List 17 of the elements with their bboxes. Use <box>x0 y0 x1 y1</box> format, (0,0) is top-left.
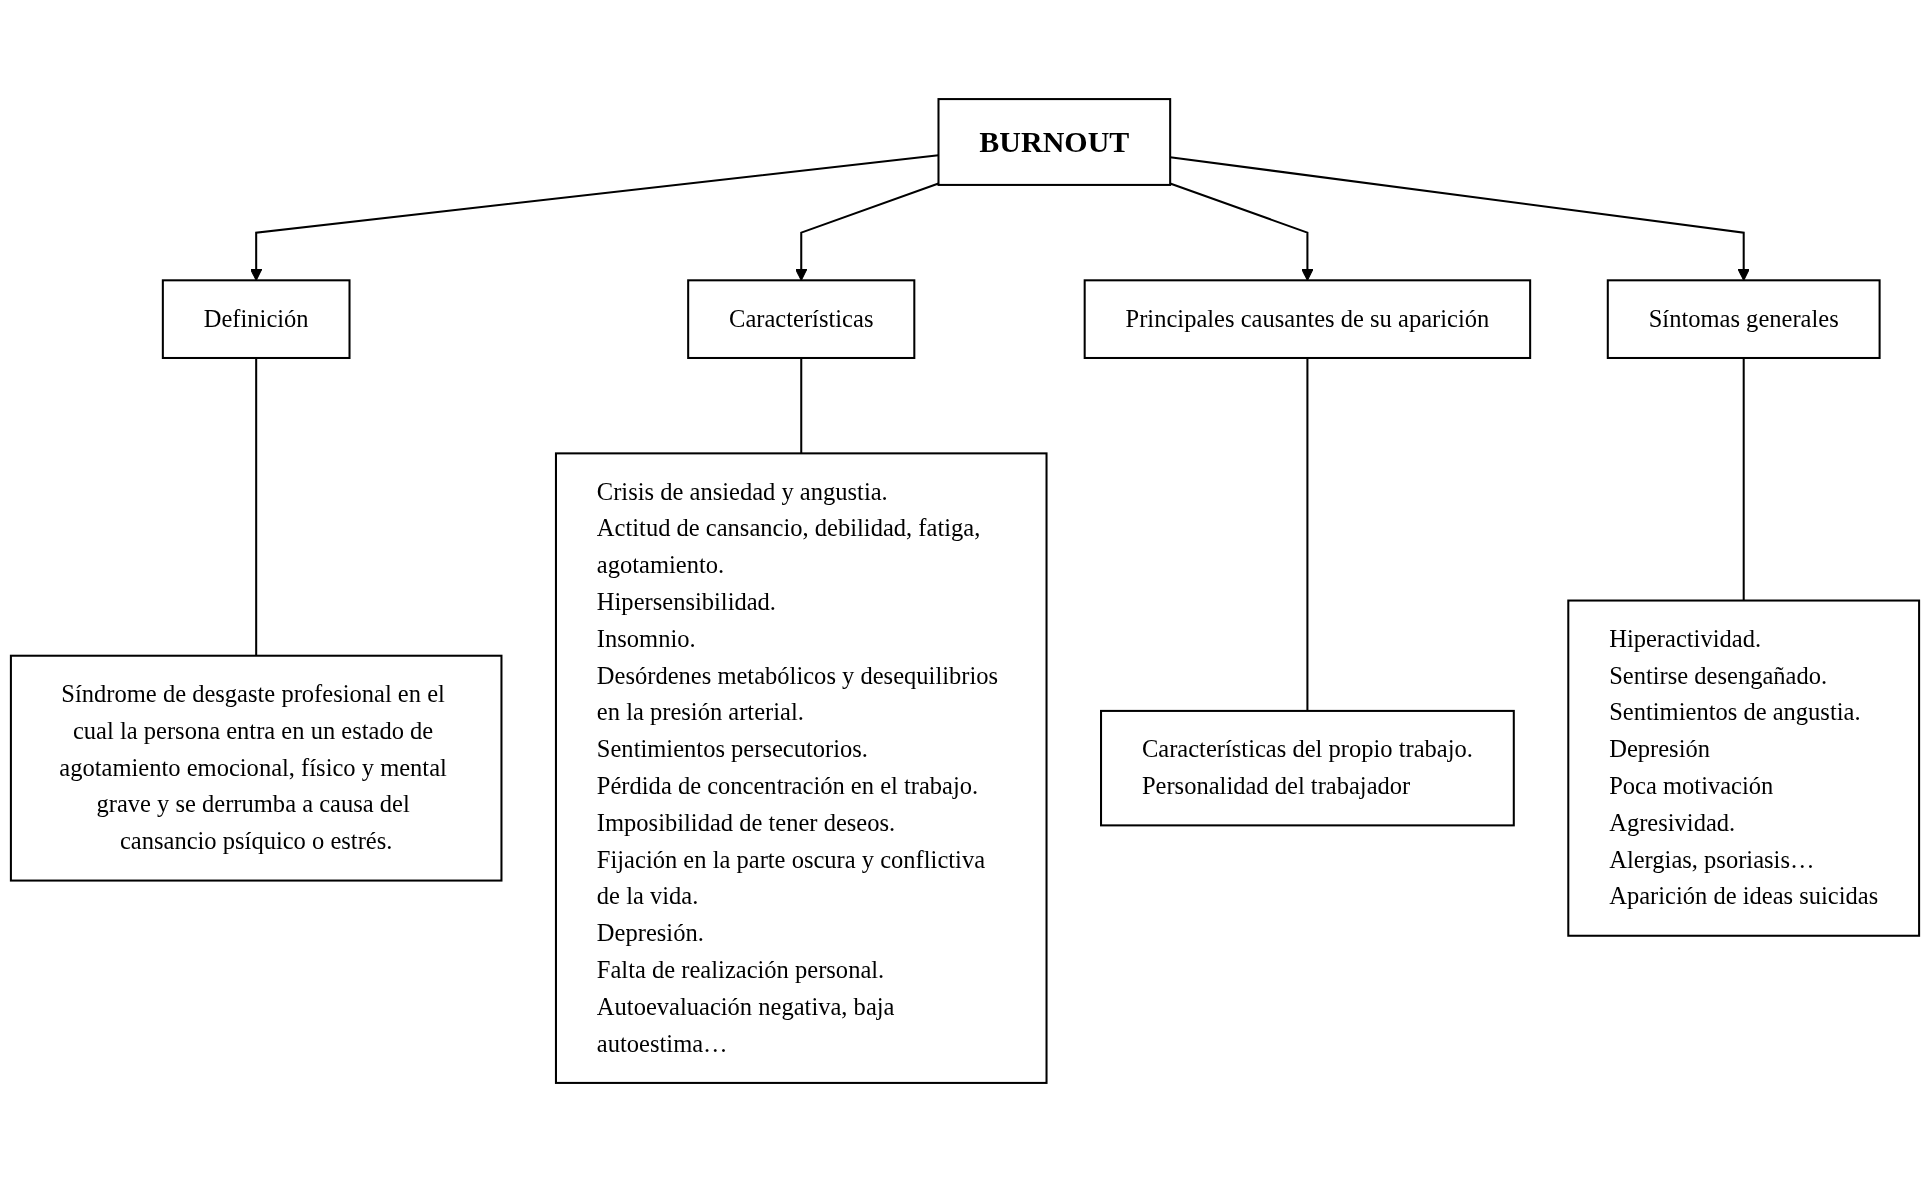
node-box: BURNOUT <box>937 98 1172 186</box>
node-box: Características del propio trabajo. Personalidad del trabajador <box>1100 709 1515 827</box>
arrow <box>1169 182 1314 281</box>
node-box: Principales causantes de su aparición <box>1083 279 1532 359</box>
connector <box>1742 358 1745 601</box>
node-box: Características <box>687 279 916 359</box>
connector <box>1306 358 1309 711</box>
node-box: Crisis de ansiedad y angustia. Actitud de cansancio, debilidad, fatiga, agotamiento. Hipersensibilidad. Insomnio. Desórdenes metabólicos y desequilibrios en la presión arterial. Sentimientos persecutorios. Pérdida de concentración en el trabajo. Imposibilidad de tener deseos. Fijación en la parte oscura y conflictiva de la vida. Depresión. Falta de realización personal. Autoevaluación negativa, baja autoestima… <box>554 452 1048 1084</box>
arrow <box>795 182 939 281</box>
connector <box>800 358 803 454</box>
connector <box>255 358 258 656</box>
arrow <box>250 154 939 281</box>
node-box: Hiperactividad. Sentirse desengañado. Sentimientos de angustia. Depresión Poca motivación Agresividad. Alergias, psoriasis… Aparición de ideas suicidas <box>1567 599 1921 937</box>
node-box: Síntomas generales <box>1606 279 1881 359</box>
node-box: Definición <box>161 279 351 359</box>
arrow <box>1170 156 1750 281</box>
node-box: Síndrome de desgaste profesional en el cual la persona entra en un estado de agotamiento emocional, físico y mental grave y se derrumba a causa del cansancio psíquico o estrés. <box>9 654 503 882</box>
